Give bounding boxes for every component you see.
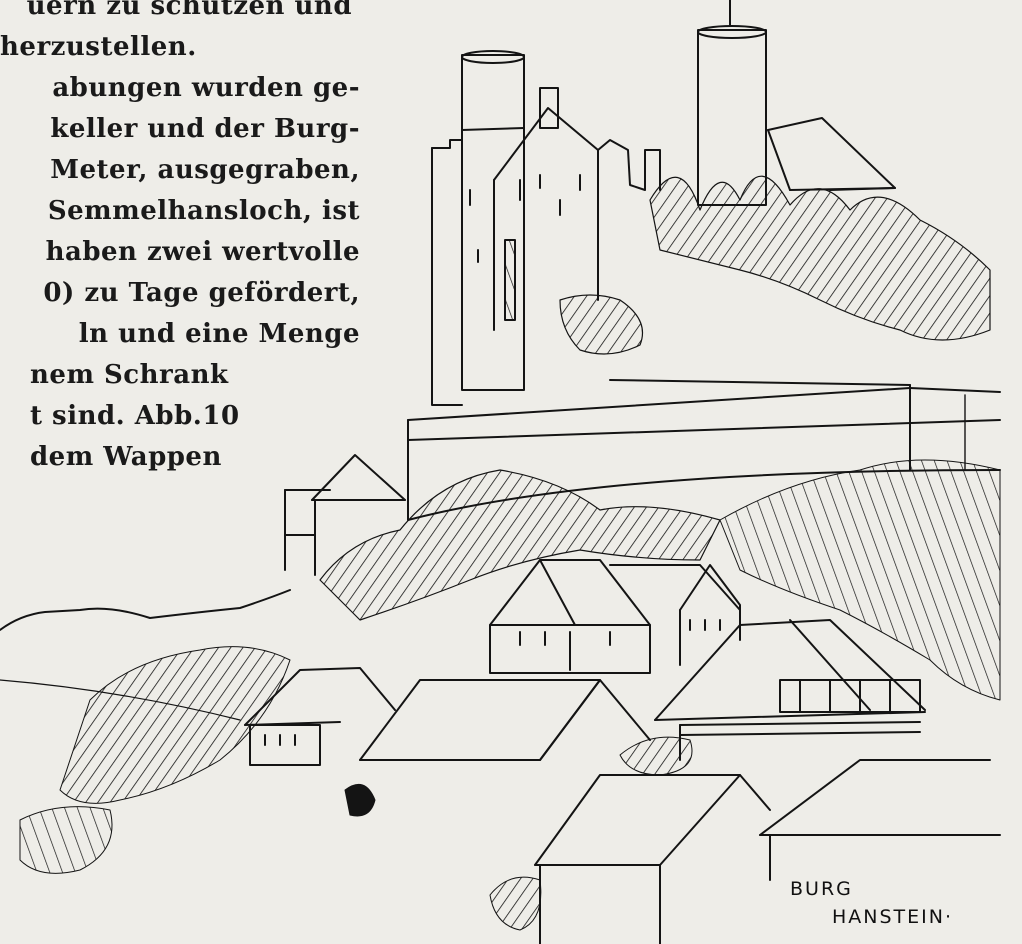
house-center — [489, 559, 651, 674]
text-line: ln und eine Menge — [78, 319, 360, 349]
text-line: keller und der Burg- — [50, 114, 360, 144]
text-line: haben zwei wertvolle — [45, 237, 360, 267]
bush-mass — [19, 806, 113, 874]
bush-mass — [59, 646, 291, 804]
text-line: herzustellen. — [0, 32, 197, 62]
text-line: Meter, ausgegraben, — [50, 155, 360, 185]
house-front — [534, 774, 771, 944]
text-line: abungen wurden ge- — [52, 73, 360, 103]
text-line: t sind. Abb.10 — [30, 401, 240, 431]
house-front-right — [759, 759, 1001, 881]
text-line: dem Wappen — [30, 442, 222, 472]
shrub — [344, 783, 376, 817]
text-line: 0) zu Tage gefördert, — [43, 278, 360, 308]
distant-hill — [0, 589, 291, 631]
bush-mass — [719, 459, 1001, 701]
text-line: nem Schrank — [30, 360, 229, 390]
gatehouse — [284, 454, 406, 576]
castle-keep — [431, 87, 661, 406]
house-right-gable — [609, 564, 741, 666]
tree-mass — [559, 294, 644, 355]
shrub — [619, 736, 693, 776]
bush-mass — [319, 469, 721, 621]
text-line: Semmelhansloch, ist — [47, 196, 360, 226]
house-middle — [359, 679, 651, 761]
tree-mass — [649, 175, 991, 341]
text-line: uern zu schützen und — [26, 0, 352, 21]
castle-hall — [767, 117, 896, 191]
shrub — [489, 876, 542, 931]
house-timbered — [654, 619, 926, 761]
article-text: uern zu schützen und herzustellen. abung… — [0, 0, 360, 478]
left-tower — [461, 50, 525, 391]
house-left — [244, 667, 396, 766]
illustration-caption-line2: HANSTEIN· — [832, 906, 954, 928]
illustration-caption-line1: BURG — [790, 878, 853, 900]
right-tower — [697, 0, 767, 206]
